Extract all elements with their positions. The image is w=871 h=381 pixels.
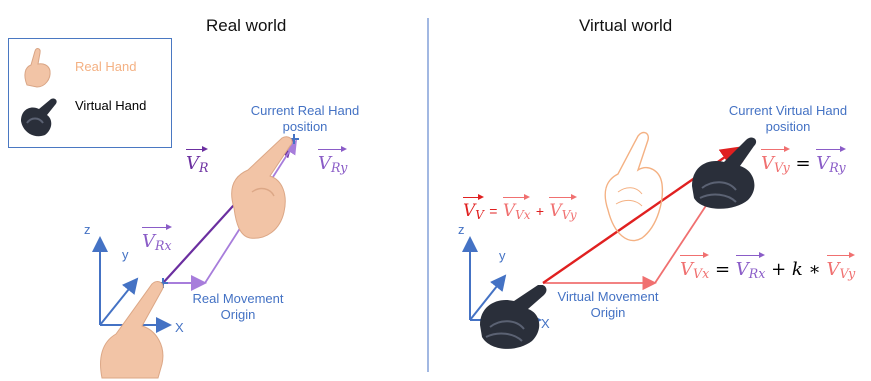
- virtual-hand-icon: [21, 98, 57, 137]
- real-hand-icon: [24, 48, 51, 88]
- axis-x-label-real: X: [175, 320, 184, 335]
- real-hand-current-image: [231, 136, 293, 239]
- virtual-hand-current-image: [692, 137, 757, 209]
- label-vrx: VRx: [142, 224, 172, 253]
- real-hand-outline-image: [604, 131, 664, 242]
- virtual-origin-label: Virtual Movement Origin: [557, 289, 659, 320]
- axis-z-label-real: z: [84, 222, 91, 237]
- legend-real-hand-label: Real Hand: [75, 59, 137, 74]
- equation-vvx: VVx = VRx + k ∗ VVy: [680, 252, 855, 281]
- axis-y-label-virtual: y: [499, 248, 506, 263]
- title-real-world: Real world: [206, 16, 287, 35]
- equation-vv: VV = VVx + VVy: [463, 194, 577, 222]
- real-origin-label: Real Movement Origin: [192, 291, 284, 322]
- title-virtual-world: Virtual world: [579, 16, 673, 35]
- legend-virtual-hand-label: Virtual Hand: [75, 98, 147, 113]
- real-current-label: Current Real Hand position: [250, 103, 360, 134]
- label-vry: VRy: [318, 146, 348, 175]
- equation-vvy: VVy = VRy: [761, 146, 847, 175]
- legend: Real Hand Virtual Hand: [8, 38, 172, 148]
- axis-z-label-virtual: z: [458, 222, 465, 237]
- axis-y-label-real: y: [122, 247, 129, 262]
- virtual-hand-origin-image: [480, 285, 547, 349]
- virtual-current-label: Current Virtual Hand position: [728, 103, 848, 134]
- label-vr: VR: [186, 146, 209, 175]
- real-hand-origin-image: [100, 281, 164, 379]
- axis-x-label-virtual: X: [541, 316, 550, 331]
